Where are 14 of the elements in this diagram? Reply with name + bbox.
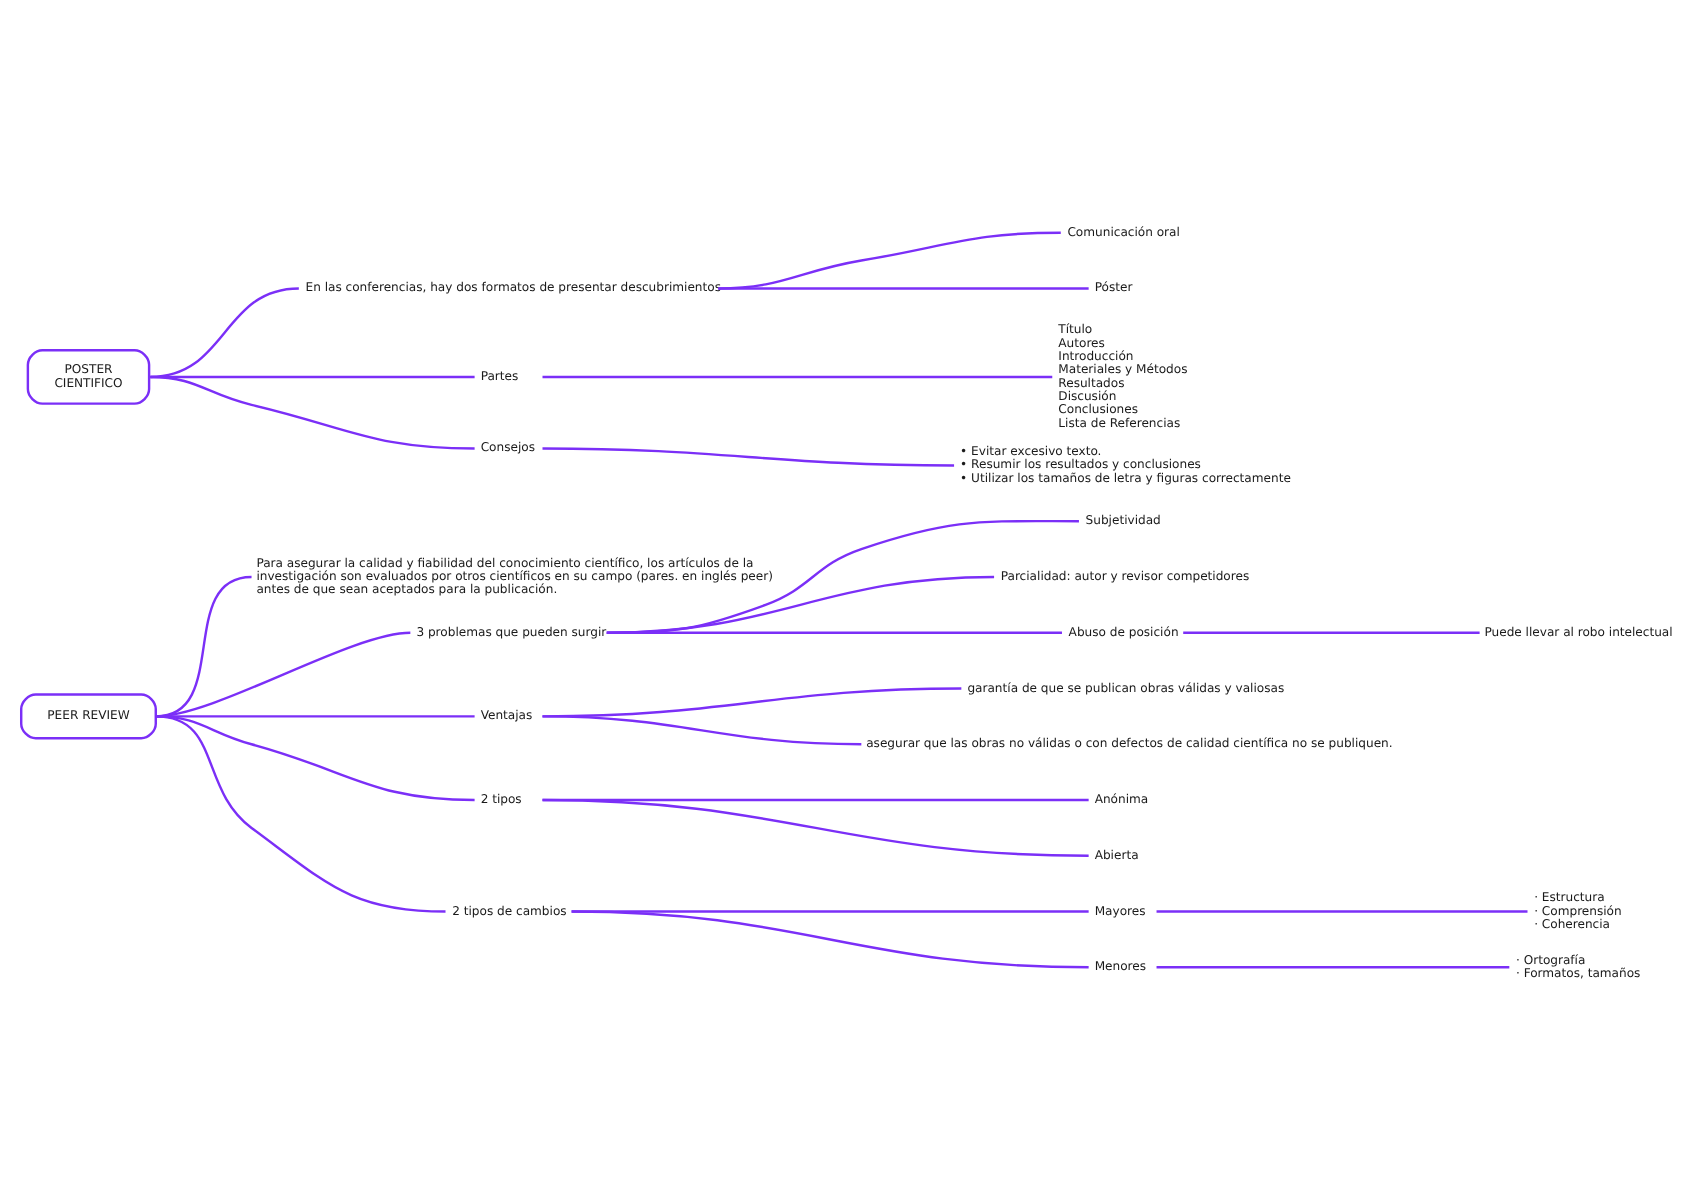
- connector: [606, 519, 1079, 634]
- connector: [1183, 631, 1480, 634]
- connector: [542, 715, 862, 746]
- connector: [542, 798, 1089, 857]
- connector: [542, 447, 955, 467]
- connector: [606, 575, 995, 634]
- connector: [718, 287, 1089, 290]
- connector: [150, 375, 475, 450]
- connector: [1156, 910, 1528, 913]
- connector: [155, 715, 446, 913]
- connector: [542, 375, 1053, 379]
- connector: [606, 631, 1062, 634]
- connector: [1156, 966, 1510, 969]
- connector: [571, 910, 1089, 969]
